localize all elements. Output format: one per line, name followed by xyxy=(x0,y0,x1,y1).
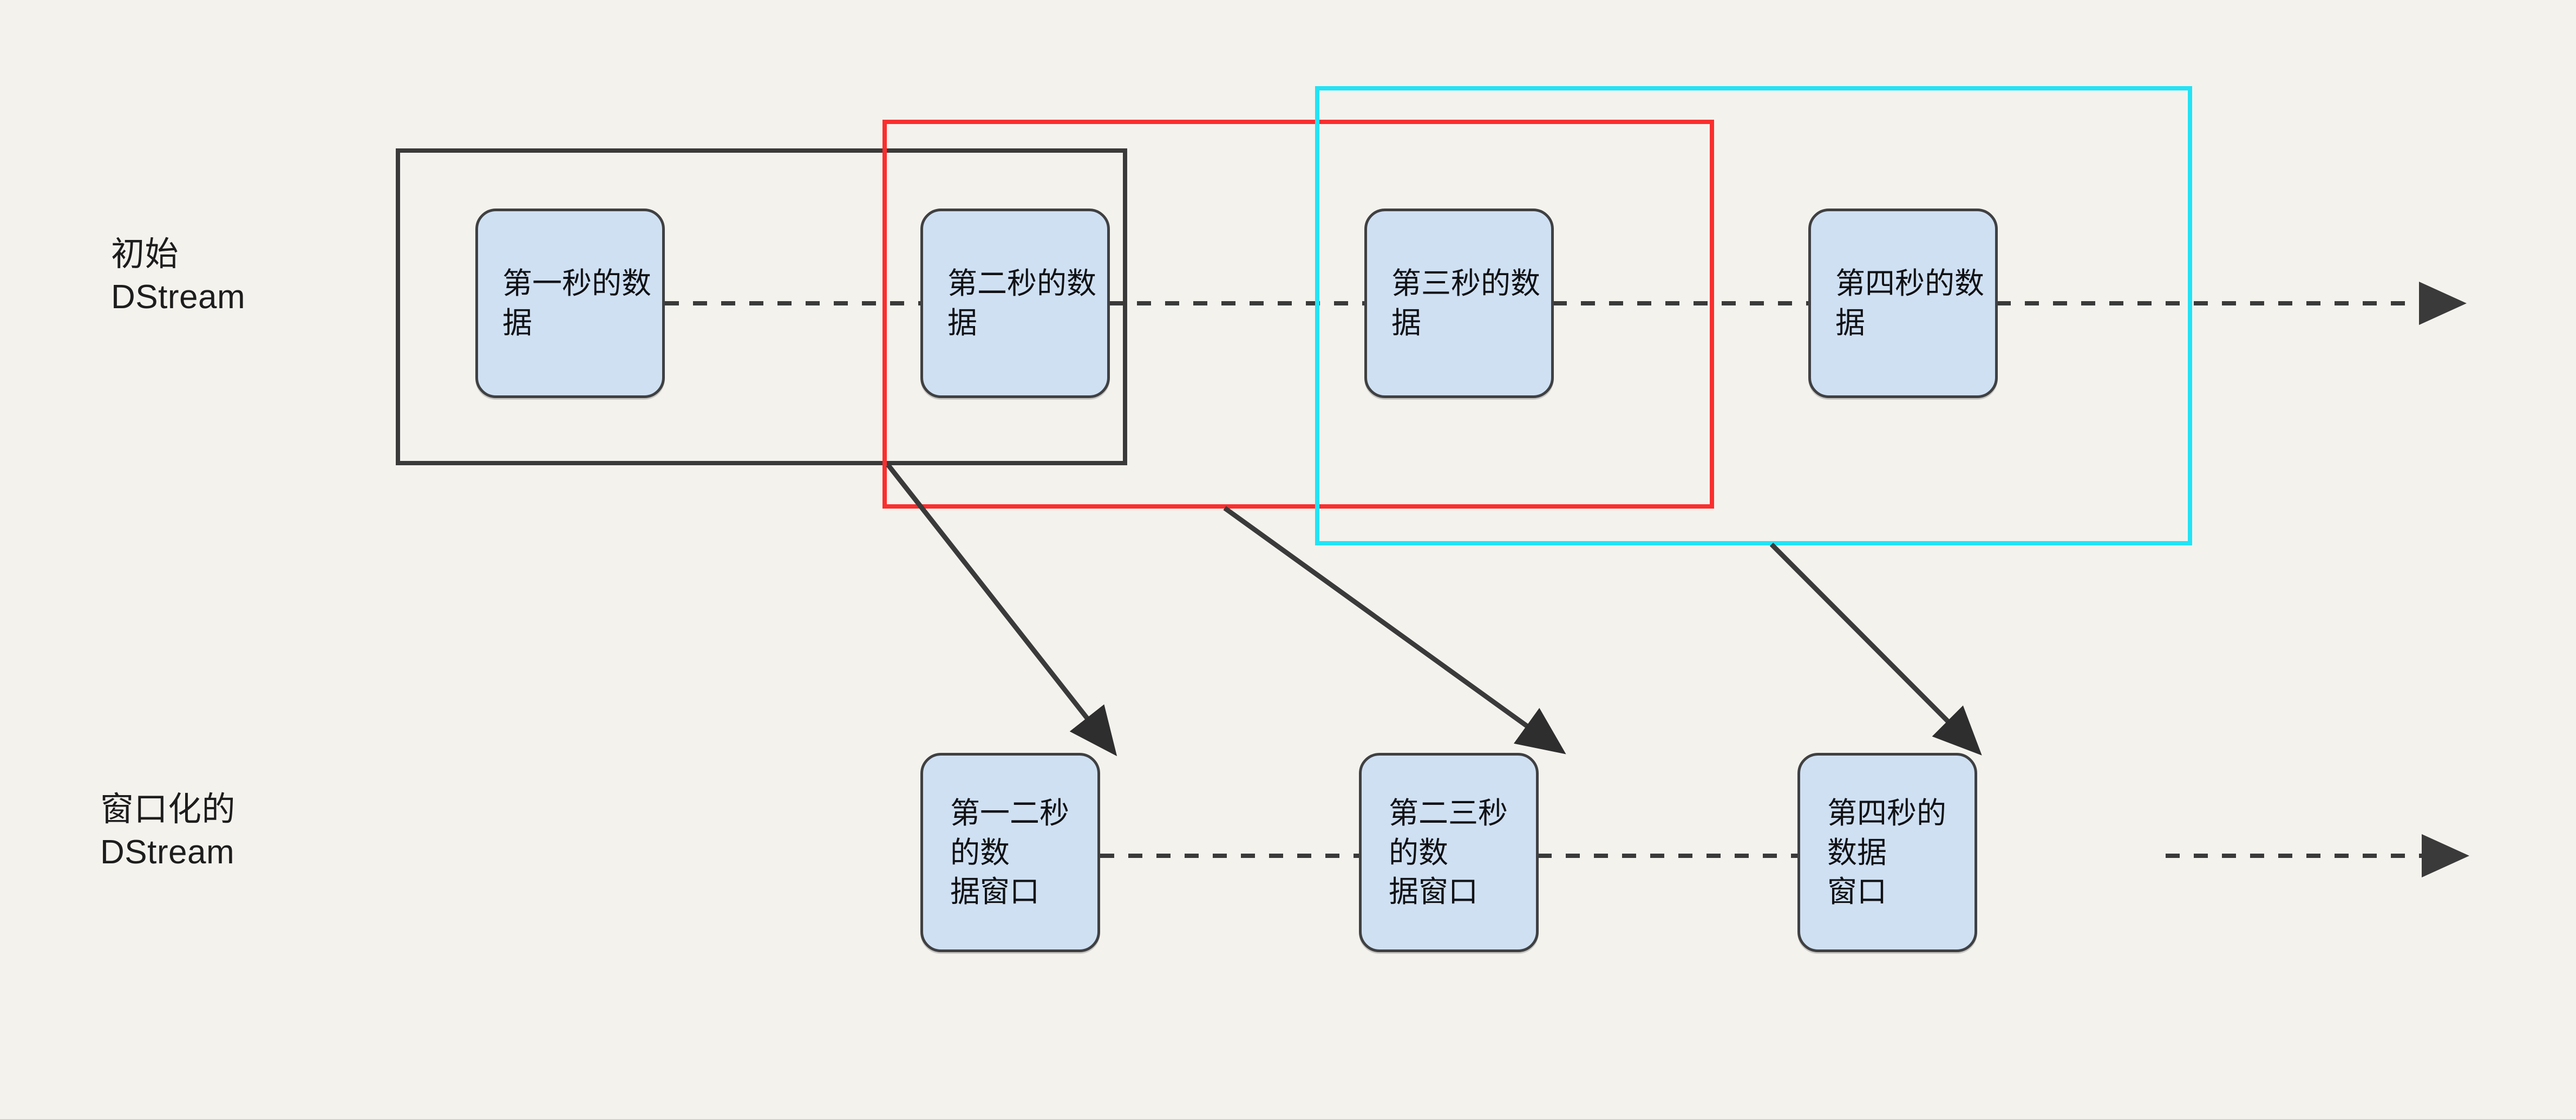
node-sec1[interactable]: 第一秒的数据 xyxy=(475,209,665,398)
node-win12[interactable]: 第一二秒的数 据窗口 xyxy=(920,753,1100,952)
node-win12-label: 第一二秒的数 据窗口 xyxy=(950,796,1070,909)
node-sec2[interactable]: 第二秒的数据 xyxy=(920,209,1110,398)
window-cyan xyxy=(1315,86,2192,545)
node-sec2-label: 第二秒的数据 xyxy=(947,266,1097,340)
node-sec1-label: 第一秒的数据 xyxy=(502,266,652,340)
row-label-initial-dstream: 初始 DStream xyxy=(111,236,246,316)
node-sec3-label: 第三秒的数据 xyxy=(1391,266,1541,340)
node-win23[interactable]: 第二三秒的数 据窗口 xyxy=(1359,753,1539,952)
node-win4-label: 第四秒的数据 窗口 xyxy=(1827,796,1947,909)
node-win23-label: 第二三秒的数 据窗口 xyxy=(1389,796,1508,909)
node-win4[interactable]: 第四秒的数据 窗口 xyxy=(1797,753,1977,952)
node-sec4[interactable]: 第四秒的数据 xyxy=(1808,209,1998,398)
row-label-windowed-dstream: 窗口化的 DStream xyxy=(100,791,236,871)
arrow-black-to-win12 xyxy=(886,463,1117,757)
window-red xyxy=(882,120,1714,509)
node-sec3[interactable]: 第三秒的数据 xyxy=(1364,209,1554,398)
window-black xyxy=(396,148,1127,465)
node-sec4-label: 第四秒的数据 xyxy=(1835,266,1985,340)
arrow-cyan-to-win4 xyxy=(1769,542,1982,756)
arrow-red-to-win23 xyxy=(1223,506,1566,754)
